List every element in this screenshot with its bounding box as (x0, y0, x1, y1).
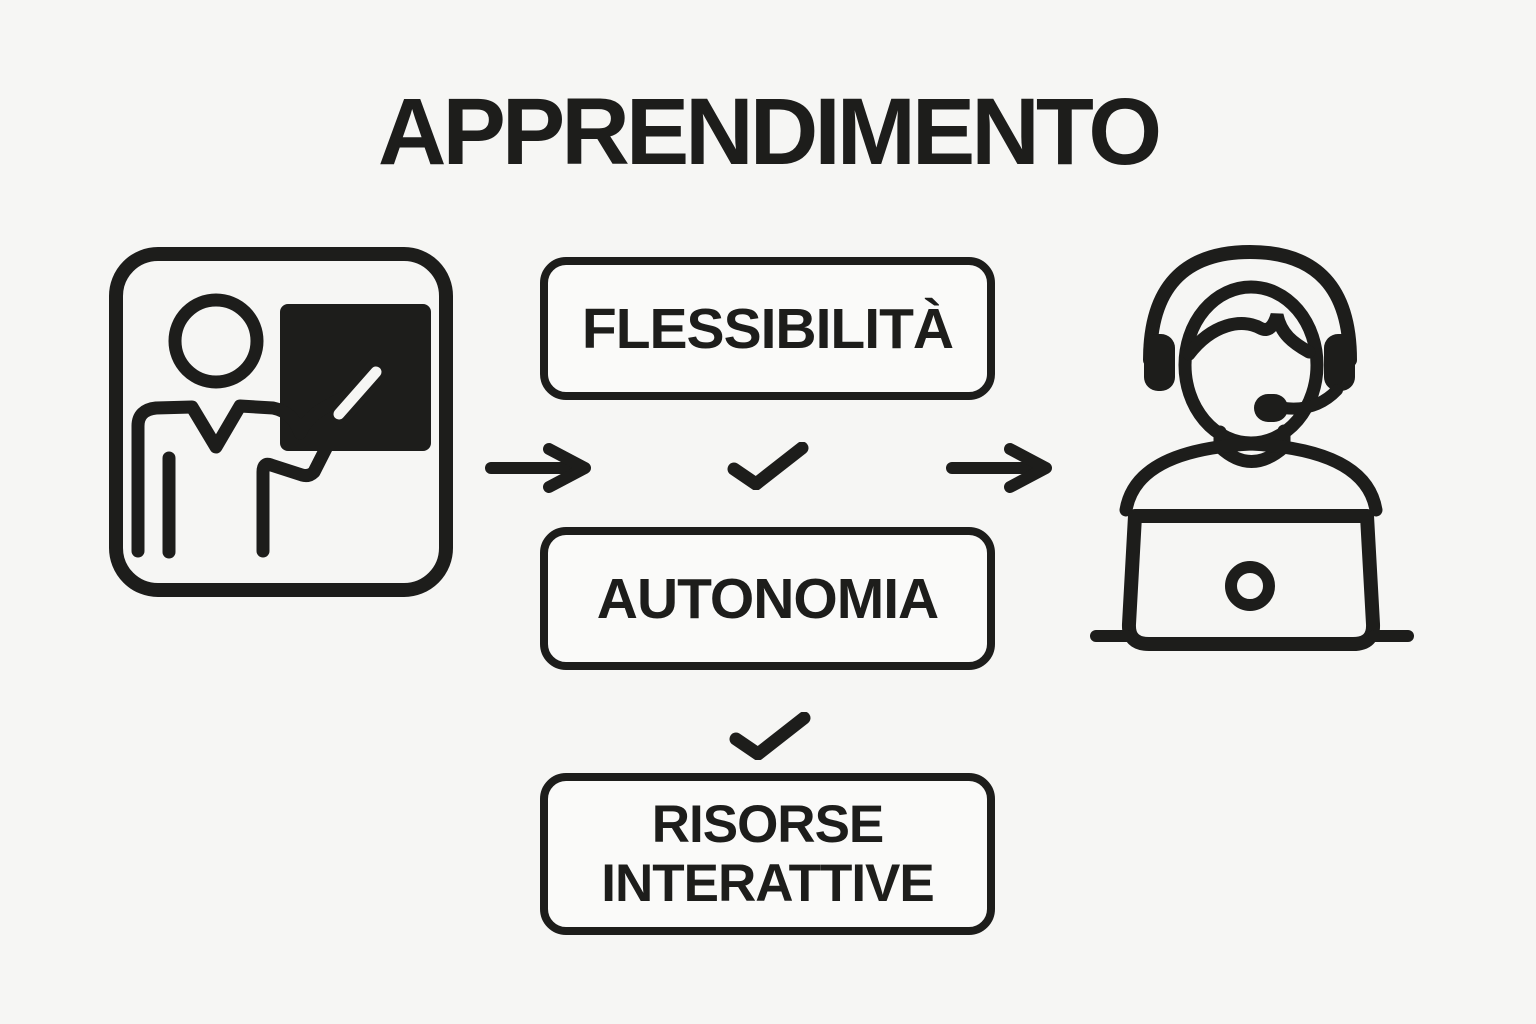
arrow-right-icon (946, 443, 1052, 493)
teacher-blackboard-icon (109, 247, 453, 597)
diagram-title: APPRENDIMENTO (377, 79, 1162, 185)
step-box-risorse-interattive: RISORSE INTERATTIVE (540, 773, 995, 935)
checkmark-icon (727, 442, 809, 490)
student-headset-laptop-icon (1090, 244, 1414, 651)
step-box-autonomia: AUTONOMIA (540, 527, 995, 670)
checkmark-icon (729, 712, 811, 760)
arrow-right-icon (485, 443, 591, 493)
step-box-flessibilita: FLESSIBILITÀ (540, 257, 995, 400)
